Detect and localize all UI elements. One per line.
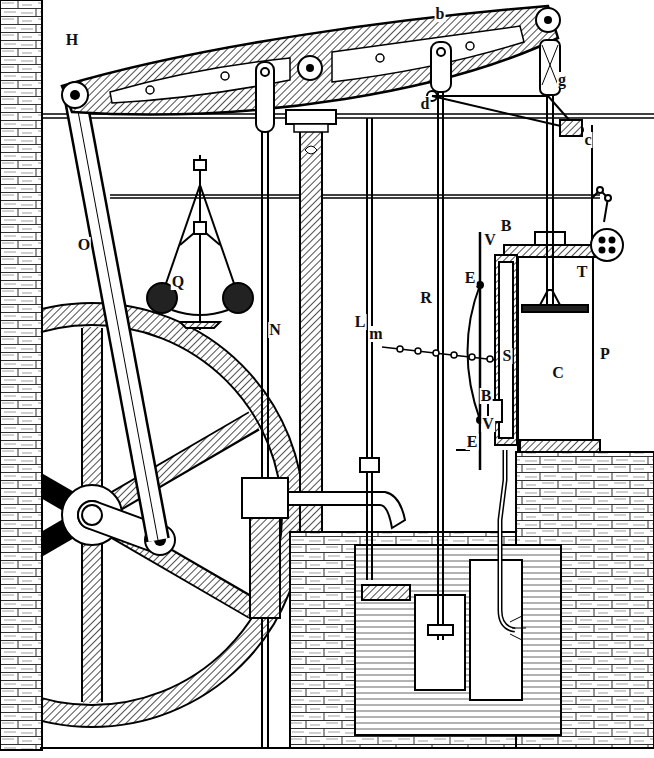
part-letter: O bbox=[77, 237, 91, 253]
part-letter: B bbox=[500, 218, 513, 234]
part-letter: m bbox=[368, 326, 383, 342]
part-letter: L bbox=[354, 314, 367, 330]
part-letter: B bbox=[480, 388, 493, 404]
pump-rods bbox=[360, 55, 453, 640]
rods bbox=[42, 114, 654, 198]
part-letter: T bbox=[576, 264, 589, 280]
part-letter: R bbox=[419, 290, 433, 306]
governor bbox=[147, 155, 253, 330]
valve-gear bbox=[456, 232, 517, 470]
part-letter: H bbox=[65, 32, 79, 48]
throttle-disc bbox=[591, 187, 623, 261]
chain bbox=[382, 346, 496, 362]
connecting-rod bbox=[75, 95, 158, 540]
part-letter: E bbox=[464, 270, 477, 286]
cylinder bbox=[504, 45, 604, 452]
part-letter: C bbox=[551, 365, 565, 381]
part-letter: Q bbox=[171, 274, 185, 290]
beam bbox=[62, 6, 560, 114]
column bbox=[286, 110, 336, 532]
brickwork bbox=[40, 452, 654, 748]
part-letter: V bbox=[483, 232, 497, 248]
beam-links bbox=[256, 40, 583, 136]
part-letter: d bbox=[420, 96, 431, 112]
part-letter: N bbox=[268, 322, 282, 338]
part-letter: b bbox=[435, 6, 446, 22]
part-letter: g bbox=[557, 72, 567, 88]
brick-wall bbox=[0, 0, 42, 750]
part-letter: S bbox=[502, 348, 513, 364]
part-letter: V bbox=[481, 416, 495, 432]
part-letter: P bbox=[599, 346, 611, 362]
part-letter: E bbox=[466, 434, 479, 450]
part-letter: c bbox=[583, 132, 592, 148]
